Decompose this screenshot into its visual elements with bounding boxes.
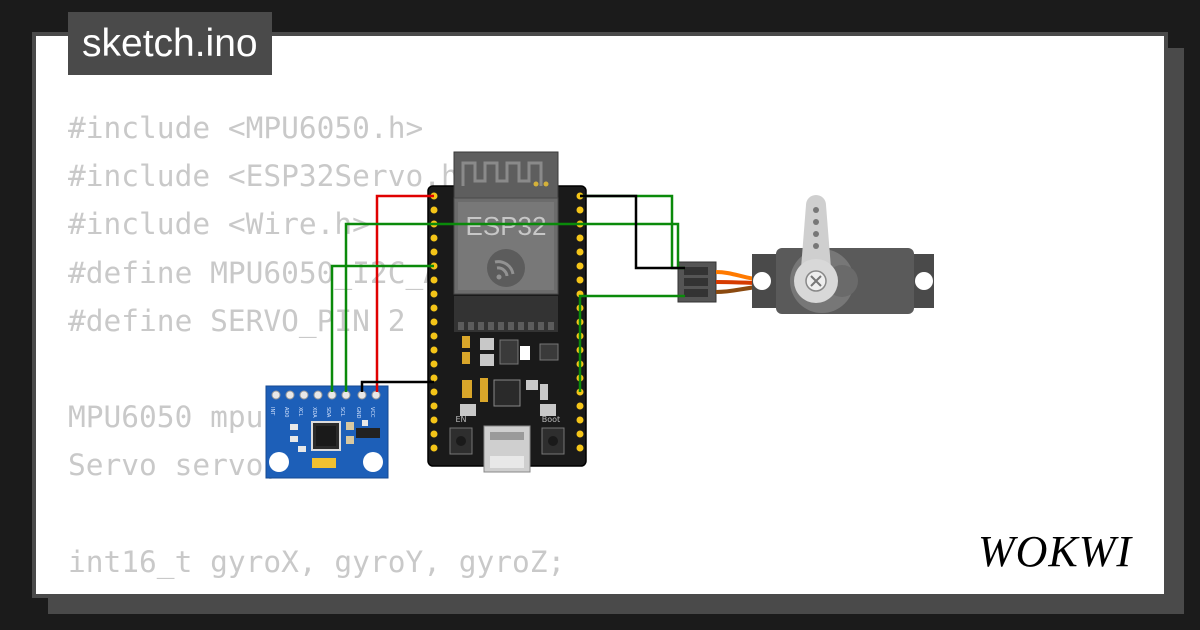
wire-sda: [330, 264, 434, 392]
code-preview: #include <MPU6050.h> #include <ESP32Servo…: [68, 104, 583, 586]
wire-servo-signal: [578, 294, 685, 392]
project-card: #include <MPU6050.h> #include <ESP32Servo…: [32, 32, 1168, 598]
svg-text:XDA: XDA: [311, 407, 317, 418]
svg-text:GND: GND: [355, 407, 361, 419]
svg-text:XCL: XCL: [297, 407, 303, 417]
wire-vcc: [375, 194, 434, 392]
svg-text:SCL: SCL: [339, 407, 345, 417]
wires: [330, 194, 685, 392]
antenna-trace: [461, 161, 543, 186]
boot-button[interactable]: [541, 427, 565, 455]
code-line: int16_t gyroX, gyroY, gyroZ;: [68, 544, 566, 579]
file-tab[interactable]: sketch.ino: [68, 12, 272, 75]
wire-signal-top: [580, 194, 685, 270]
svg-text:INT: INT: [269, 407, 275, 416]
code-line: #define SERVO_PIN 2: [68, 303, 406, 338]
servo-motor[interactable]: [677, 195, 934, 314]
wifi-icon: [487, 249, 525, 287]
en-button[interactable]: [449, 427, 473, 455]
wokwi-logo: WOKWI: [978, 527, 1133, 576]
svg-text:SDA: SDA: [325, 407, 331, 418]
code-line: #include <MPU6050.h>: [68, 111, 424, 145]
svg-text:AD0: AD0: [283, 407, 289, 417]
esp32-left-pins: [430, 192, 438, 452]
usb-connector-icon: [483, 425, 531, 473]
mpu-pin-labels: INT AD0 XCL XDA SDA SCL GND VCC: [269, 407, 375, 419]
brand-wordmark: WOKWI: [978, 527, 1133, 576]
wire-gnd-servo: [580, 194, 685, 270]
wire-scl: [344, 222, 680, 392]
en-label: EN: [455, 415, 466, 424]
wire-gnd-mpu: [360, 380, 434, 392]
code-line: Servo servo;: [68, 448, 282, 483]
mpu6050-module[interactable]: INT AD0 XCL XDA SDA SCL GND VCC: [265, 385, 389, 479]
esp32-label: ESP32: [466, 211, 547, 241]
boot-label: Boot: [542, 415, 560, 424]
code-line: #include <ESP32Servo.h>: [68, 159, 477, 194]
svg-text:VCC: VCC: [369, 407, 375, 418]
esp32-board[interactable]: ESP32: [427, 151, 587, 473]
